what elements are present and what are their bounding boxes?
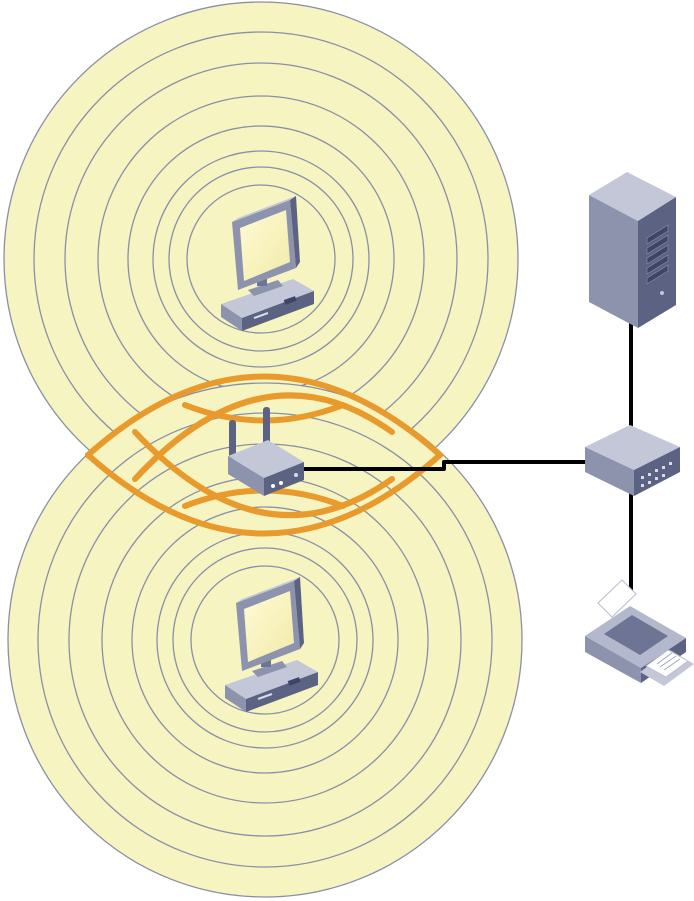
switch-icon[interactable] xyxy=(585,425,680,496)
printer-icon[interactable] xyxy=(585,579,694,686)
cables xyxy=(300,320,633,594)
wireless-router-icon[interactable] xyxy=(228,407,304,496)
cable-router-switch xyxy=(300,460,590,471)
server-icon[interactable] xyxy=(589,172,676,328)
desktop-computer-icon[interactable] xyxy=(221,196,314,331)
desktop-computer-icon[interactable] xyxy=(225,577,318,712)
